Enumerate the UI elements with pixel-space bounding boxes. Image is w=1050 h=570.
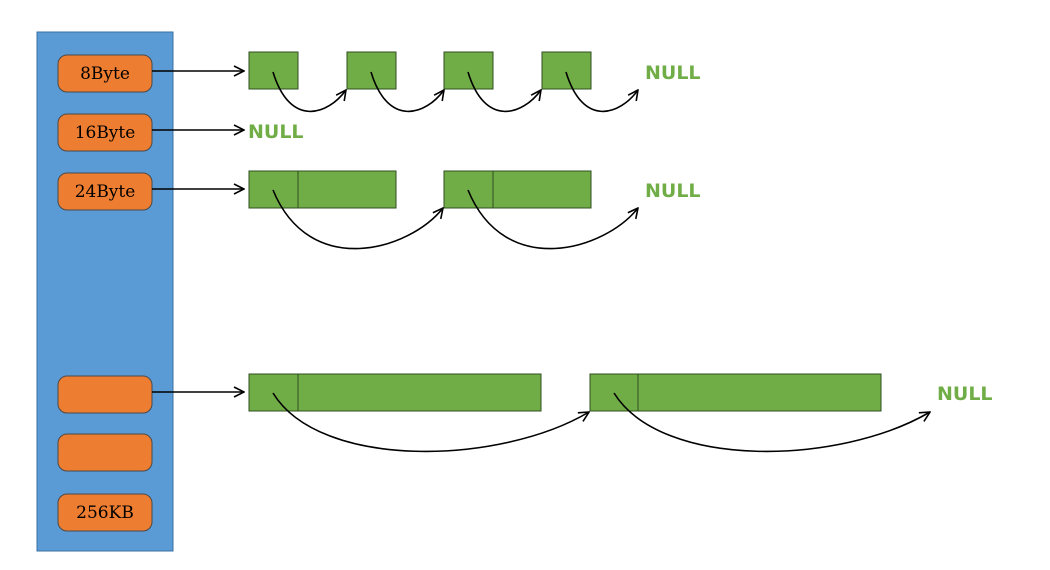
bucket-array-column [36,31,174,552]
block-24byte-2 [443,170,592,209]
block-8byte-1 [248,51,299,90]
block-8byte-4 [541,51,592,90]
next-link-24byte-2 [467,189,638,250]
null-label-large: NULL [937,383,993,405]
bucket-8byte: 8Byte [57,54,153,93]
block-8byte-3 [443,51,494,90]
next-link-8byte-3 [467,71,541,113]
bucket-label-256kb: 256KB [76,503,134,523]
bucket-16byte: 16Byte [57,113,153,152]
bucket-unlabeled-2 [57,433,153,472]
bucket-label-16byte: 16Byte [75,123,136,143]
bucket-label-24byte: 24Byte [75,182,136,202]
next-link-large-2 [613,392,930,453]
next-link-8byte-1 [272,71,346,113]
null-label-8byte: NULL [645,62,701,84]
bucket-label-8byte: 8Byte [80,64,130,84]
block-24byte-1 [248,170,397,209]
bucket-256kb: 256KB [57,493,153,532]
bucket-24byte: 24Byte [57,172,153,211]
block-large-1 [248,373,542,412]
next-link-8byte-2 [370,71,444,113]
block-large-2 [589,373,882,412]
bucket-unlabeled-1 [57,375,153,414]
next-link-24byte-1 [272,189,443,250]
next-link-8byte-4 [565,71,638,113]
null-label-24byte: NULL [645,180,701,202]
next-link-large-1 [272,392,589,453]
null-label-16byte: NULL [248,121,304,143]
block-8byte-2 [346,51,397,90]
